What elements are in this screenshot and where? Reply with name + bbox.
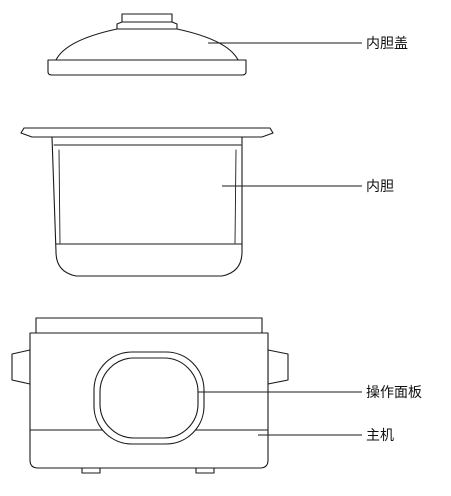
label-inner-pot: 内胆 — [366, 179, 394, 195]
main-unit-illustration — [11, 317, 289, 474]
inner-pot-illustration — [20, 127, 274, 277]
lid-dome — [55, 28, 239, 61]
lid-knob — [116, 13, 178, 30]
main-unit-foot-left — [81, 467, 101, 474]
label-inner-pot-lid: 内胆盖 — [366, 36, 408, 52]
main-unit-top-rim — [35, 317, 263, 334]
inner-pot-flange — [20, 127, 274, 138]
main-unit-foot-right — [195, 467, 215, 474]
label-main-unit: 主机 — [366, 428, 394, 444]
left-handle — [11, 349, 31, 385]
inner-pot-lid-illustration — [47, 13, 247, 76]
control-panel-inner — [99, 357, 199, 439]
inner-pot-body — [51, 136, 243, 277]
label-control-panel: 操作面板 — [366, 385, 422, 401]
right-handle — [267, 349, 289, 385]
lid-rim — [47, 59, 247, 76]
